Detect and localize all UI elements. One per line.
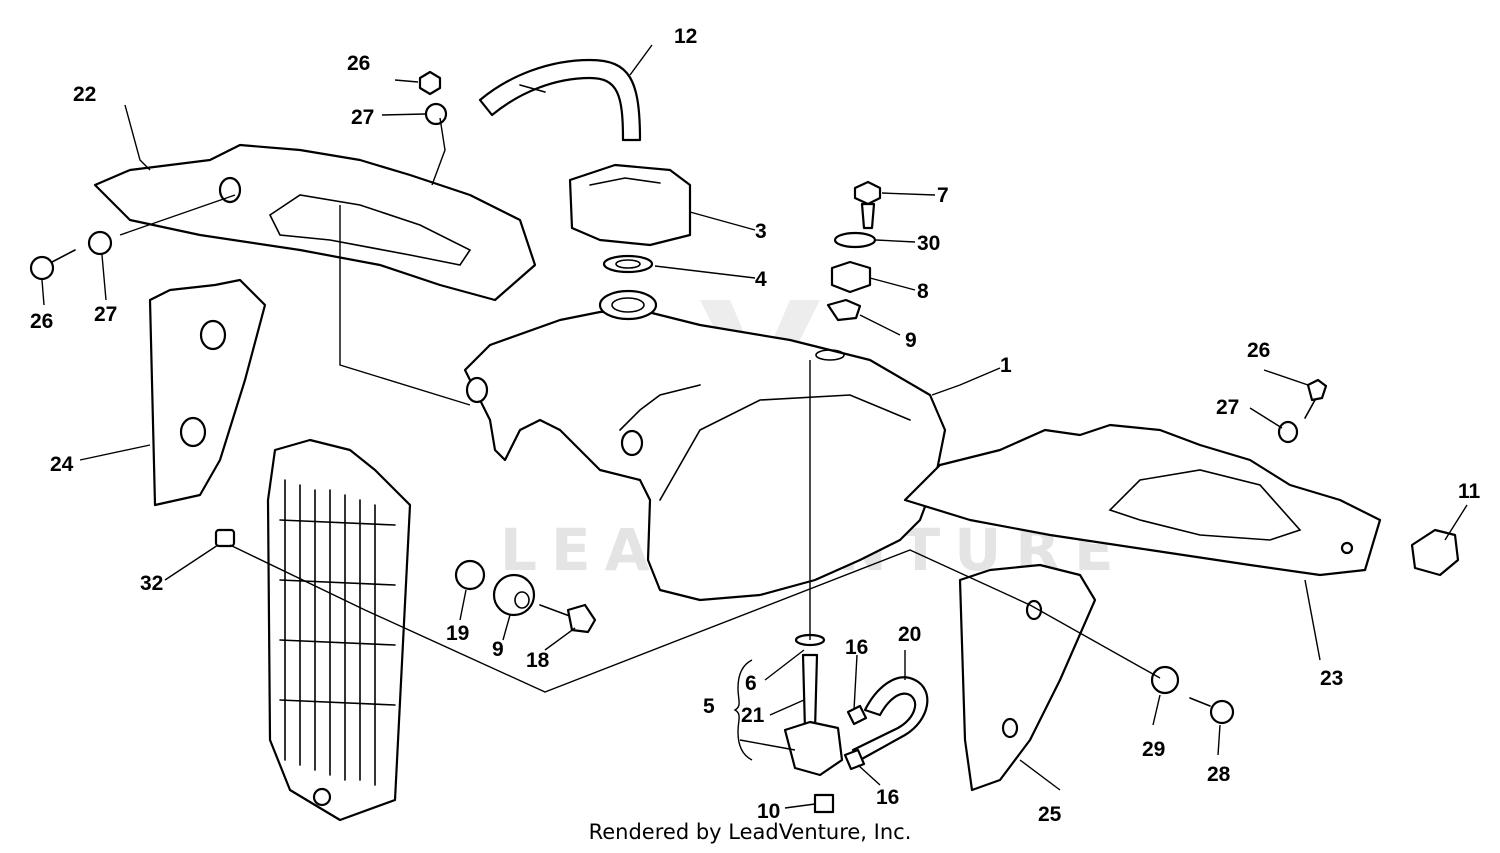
callout-10: 10 bbox=[757, 800, 780, 823]
part-32-clip[interactable] bbox=[214, 528, 236, 548]
callout-8: 8 bbox=[917, 280, 929, 303]
callout-26-right: 26 bbox=[1247, 339, 1270, 362]
callout-1: 1 bbox=[1000, 354, 1012, 377]
callout-20: 20 bbox=[898, 623, 921, 646]
callout-11: 11 bbox=[1458, 480, 1481, 503]
callout-26-top: 26 bbox=[347, 52, 370, 75]
callout-3: 3 bbox=[755, 220, 767, 243]
part-16-hose-clip-lower[interactable] bbox=[843, 748, 866, 771]
part-28-screw[interactable] bbox=[1189, 697, 1235, 725]
part-19-collar[interactable] bbox=[454, 559, 486, 591]
leader-lines bbox=[41, 44, 1468, 809]
part-25-right-side-panel[interactable] bbox=[958, 563, 1097, 792]
callout-9-upper: 9 bbox=[905, 329, 917, 352]
callout-4: 4 bbox=[755, 268, 767, 291]
radiator bbox=[266, 438, 412, 822]
callout-7: 7 bbox=[937, 184, 949, 207]
part-4-gasket[interactable] bbox=[602, 254, 654, 274]
callout-6: 6 bbox=[745, 672, 757, 695]
part-22-left-shroud[interactable] bbox=[93, 143, 537, 302]
part-26-screw-left[interactable] bbox=[29, 249, 76, 281]
part-29-grommet[interactable] bbox=[1150, 665, 1180, 695]
callouts: 1 3 4 5 6 7 8 9 9 10 11 12 16 16 18 19 2… bbox=[30, 25, 1481, 826]
callout-18: 18 bbox=[526, 649, 550, 672]
part-12-breather-hose[interactable] bbox=[478, 58, 642, 142]
callout-22: 22 bbox=[73, 83, 96, 106]
callout-5: 5 bbox=[703, 695, 715, 718]
part-20-fuel-hose[interactable] bbox=[851, 676, 929, 762]
callout-32: 32 bbox=[140, 572, 163, 595]
part-24-left-side-panel[interactable] bbox=[148, 278, 267, 507]
callout-16-upper: 16 bbox=[845, 636, 868, 659]
callout-24: 24 bbox=[50, 453, 74, 476]
part-26-screw-top[interactable] bbox=[418, 70, 442, 96]
part-9-damper-lower[interactable] bbox=[492, 573, 536, 617]
callout-19: 19 bbox=[446, 622, 469, 645]
part-1-fuel-tank[interactable] bbox=[463, 289, 947, 602]
callout-12: 12 bbox=[674, 25, 697, 48]
callout-27-left: 27 bbox=[94, 303, 117, 326]
callout-9-lower: 9 bbox=[492, 638, 504, 661]
part-9-damper-upper[interactable] bbox=[826, 298, 862, 322]
part-7-bolt[interactable] bbox=[853, 180, 882, 230]
part-8-bracket[interactable] bbox=[830, 260, 872, 294]
callout-30: 30 bbox=[917, 232, 940, 255]
part-11-retainer[interactable] bbox=[1410, 528, 1460, 577]
callout-27-top: 27 bbox=[351, 106, 374, 129]
part-23-right-shroud[interactable] bbox=[903, 423, 1382, 577]
callout-26-left: 26 bbox=[30, 310, 53, 333]
callout-29: 29 bbox=[1142, 738, 1165, 761]
part-30-washer[interactable] bbox=[833, 231, 877, 249]
callout-27-right: 27 bbox=[1216, 396, 1239, 419]
part-10-screw[interactable] bbox=[813, 793, 835, 814]
callout-21: 21 bbox=[741, 704, 765, 727]
part-27-grommet-top[interactable] bbox=[424, 102, 448, 126]
part-27-grommet-left[interactable] bbox=[87, 230, 113, 256]
callout-28: 28 bbox=[1207, 763, 1231, 786]
part-16-hose-clip-upper[interactable] bbox=[846, 704, 868, 726]
part-21-fuel-valve[interactable] bbox=[783, 653, 844, 777]
part-3-fuel-cap[interactable] bbox=[568, 163, 692, 247]
callout-25: 25 bbox=[1038, 803, 1062, 826]
callout-23: 23 bbox=[1320, 667, 1343, 690]
part-27-grommet-right[interactable] bbox=[1277, 420, 1299, 444]
part-26-screw-right[interactable] bbox=[1304, 378, 1328, 419]
callout-16-lower: 16 bbox=[876, 786, 899, 809]
part-18-bolt[interactable] bbox=[539, 603, 597, 634]
footer-credit: Rendered by LeadVenture, Inc. bbox=[588, 820, 912, 844]
